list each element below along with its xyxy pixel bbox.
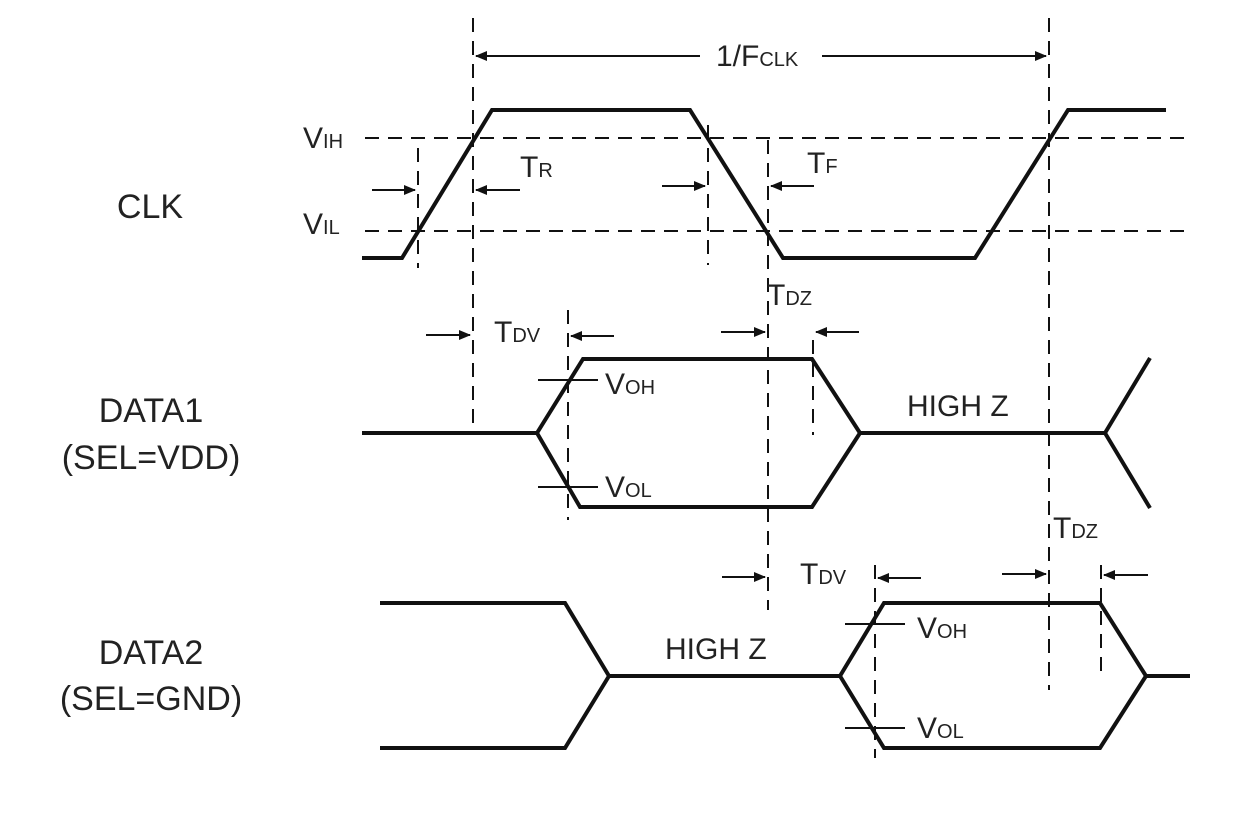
data2-sel-label: (SEL=GND) (60, 680, 242, 718)
reference-lines (417, 18, 1102, 758)
dimension-arrows (372, 51, 1148, 583)
data1-voh-label: VOH (605, 368, 655, 401)
data1-next-lower (1103, 431, 1152, 510)
data2-label: DATA2 (99, 634, 204, 672)
tr-label: TR (520, 151, 553, 184)
data2-prev-low (380, 674, 611, 750)
period-label: 1/FCLK (716, 40, 799, 73)
threshold-lines (365, 137, 1190, 232)
vil-label: VIL (303, 208, 340, 241)
tf-label: TF (807, 147, 838, 180)
data1-high-path (535, 357, 862, 435)
clk-waveform (362, 108, 1166, 260)
data1-label: DATA1 (99, 392, 204, 430)
data1-sel-label: (SEL=VDD) (62, 439, 241, 477)
tdz2-label: TDZ (1053, 512, 1098, 545)
level-ticks (538, 379, 905, 729)
tdv1-label: TDV (494, 316, 541, 349)
data2-voh-label: VOH (917, 612, 967, 645)
data1-highz-label: HIGH Z (907, 390, 1009, 423)
waveforms (362, 108, 1190, 750)
data2-low-path (838, 674, 1148, 750)
data2-highz-label: HIGH Z (665, 633, 767, 666)
data2-prev-high (380, 601, 611, 678)
vih-label: VIH (303, 122, 343, 155)
signal-labels: CLK DATA1 (SEL=VDD) DATA2 (SEL=GND) (60, 188, 242, 718)
data1-vol-label: VOL (605, 471, 652, 504)
clk-label: CLK (117, 188, 183, 226)
tdv2-label: TDV (800, 558, 847, 591)
data1-next-upper (1103, 356, 1152, 435)
annotation-labels: 1/FCLK VIH VIL TR TF TDV TDZ TDV TDZ (303, 40, 1098, 745)
tdz1-label: TDZ (767, 279, 812, 312)
data2-high-path (838, 601, 1148, 678)
data1-low-path (535, 431, 862, 509)
data2-vol-label: VOL (917, 712, 964, 745)
